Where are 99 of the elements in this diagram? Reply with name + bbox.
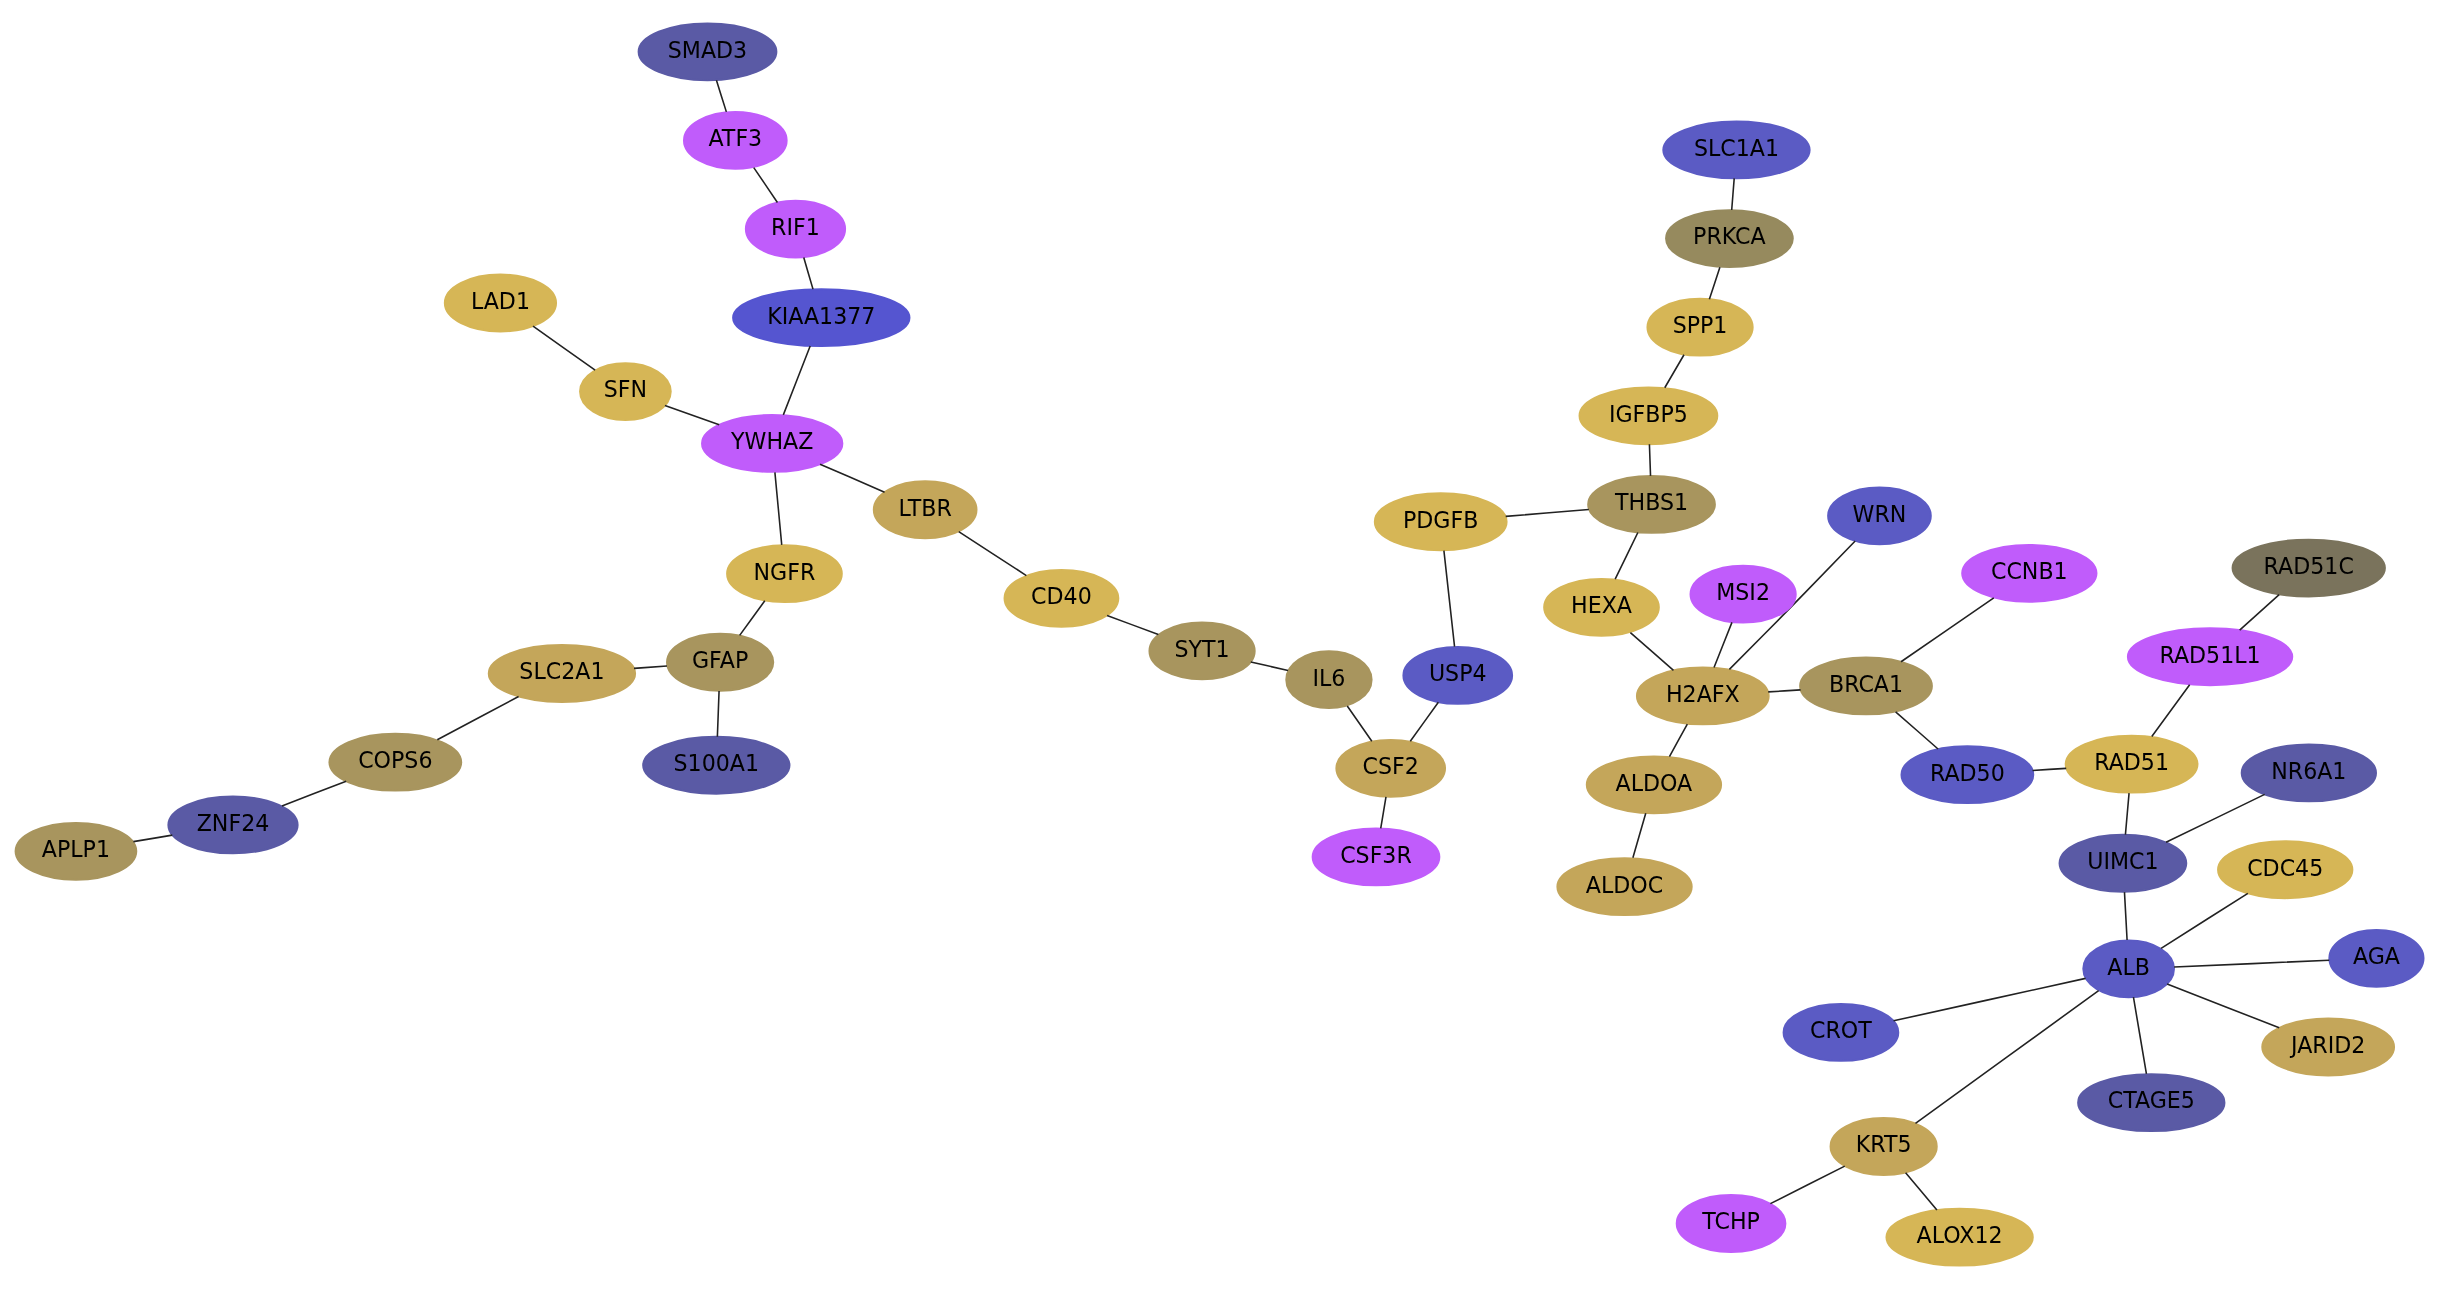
node-ellipse: TCHP (1675, 1194, 1787, 1253)
connector (1900, 597, 1995, 663)
connector (281, 780, 347, 807)
connector (1728, 540, 1856, 671)
node-ellipse: LTBR (872, 480, 978, 540)
node-ellipse: RIF1 (744, 199, 847, 259)
connector (1443, 549, 1456, 648)
connector (1730, 177, 1735, 211)
node-ellipse: ALOX12 (1885, 1207, 2034, 1267)
node-ellipse: RAD50 (1900, 745, 2035, 805)
node-ellipse: CD40 (1003, 568, 1120, 628)
connector (1767, 689, 1802, 693)
node-ellipse: SMAD3 (637, 22, 778, 82)
connector (2160, 892, 2249, 950)
connector (436, 695, 520, 741)
node-ellipse: APLP1 (14, 821, 138, 881)
connector (2166, 983, 2280, 1029)
connector (819, 463, 886, 493)
node-ellipse: CDC45 (2217, 840, 2354, 900)
connector (1250, 661, 1289, 672)
connector (132, 834, 174, 843)
node-ellipse: RAD51C (2231, 538, 2386, 598)
connector (782, 345, 811, 416)
connector (1894, 711, 1939, 750)
node-ellipse: HEXA (1543, 577, 1660, 637)
connector (803, 256, 814, 290)
connector (716, 690, 720, 738)
node-ellipse: GFAP (666, 632, 775, 692)
connector (1614, 531, 1639, 580)
node-ellipse: NR6A1 (2240, 743, 2377, 803)
connector (1648, 443, 1652, 477)
node-ellipse: CTAGE5 (2077, 1073, 2226, 1133)
node-ellipse: PRKCA (1665, 209, 1794, 268)
node-ellipse: NGFR (726, 544, 843, 604)
node-ellipse: H2AFX (1635, 666, 1770, 726)
connector (1632, 812, 1647, 859)
node-ellipse: COPS6 (328, 732, 463, 792)
node-ellipse: CSF2 (1335, 738, 1447, 798)
connector (1504, 508, 1590, 518)
node-ellipse: JARID2 (2261, 1017, 2396, 1077)
connector (1379, 796, 1387, 830)
connector (1769, 1165, 1846, 1205)
node-ellipse: CSF3R (1311, 827, 1441, 887)
node-ellipse: USP4 (1402, 646, 1514, 705)
connector (957, 530, 1028, 577)
connector (2151, 683, 2191, 738)
connector (1409, 701, 1440, 742)
node-ellipse: ATF3 (683, 111, 788, 170)
node-ellipse: ALB (2082, 939, 2175, 999)
connector (1904, 1171, 1938, 1211)
connector (774, 471, 783, 546)
node-ellipse: SFN (579, 362, 672, 422)
node-ellipse: SPP1 (1646, 297, 1754, 357)
connector (2173, 959, 2330, 968)
connector (2132, 996, 2148, 1075)
node-ellipse: S100A1 (642, 735, 791, 795)
connector (1629, 631, 1675, 672)
connector (2238, 593, 2280, 631)
connector (738, 599, 766, 637)
connector (1106, 614, 1160, 636)
node-ellipse: ZNF24 (167, 795, 299, 855)
node-ellipse: SLC2A1 (487, 644, 637, 703)
node-ellipse: ALDOC (1556, 857, 1693, 917)
connector (1892, 977, 2087, 1022)
node-ellipse: CROT (1782, 1003, 1900, 1062)
connector (715, 79, 728, 113)
connector (2031, 767, 2067, 772)
connector (2165, 793, 2266, 844)
node-ellipse: CCNB1 (1961, 543, 2098, 603)
node-ellipse: RAD51 (2064, 734, 2199, 794)
node-ellipse: MSI2 (1689, 564, 1797, 624)
node-ellipse: PDGFB (1373, 492, 1508, 552)
connector (1668, 723, 1689, 758)
node-ellipse: SYT1 (1148, 621, 1256, 681)
connector (1708, 266, 1721, 300)
node-ellipse: WRN (1827, 486, 1932, 546)
node-ellipse: ALDOA (1585, 755, 1723, 815)
node-ellipse: LAD1 (443, 273, 558, 333)
connector (1914, 989, 2100, 1125)
connector (1346, 705, 1373, 742)
node-ellipse: IL6 (1285, 650, 1373, 710)
node-ellipse: BRCA1 (1799, 656, 1933, 716)
connector (2124, 792, 2130, 836)
node-ellipse: RAD51L1 (2126, 627, 2294, 687)
node-ellipse: YWHAZ (701, 414, 844, 473)
node-ellipse: THBS1 (1587, 475, 1716, 534)
connector (753, 166, 779, 204)
connector (664, 404, 720, 426)
connector (2123, 891, 2128, 941)
node-ellipse: KIAA1377 (732, 288, 911, 348)
node-ellipse: IGFBP5 (1578, 386, 1719, 446)
node-ellipse: UIMC1 (2058, 833, 2188, 893)
connector (1713, 621, 1733, 669)
connector (532, 325, 596, 371)
node-ellipse: KRT5 (1829, 1117, 1938, 1176)
connector (1663, 353, 1685, 389)
node-ellipse: AGA (2328, 928, 2425, 988)
node-ellipse: SLC1A1 (1662, 120, 1811, 180)
connector (633, 665, 668, 670)
